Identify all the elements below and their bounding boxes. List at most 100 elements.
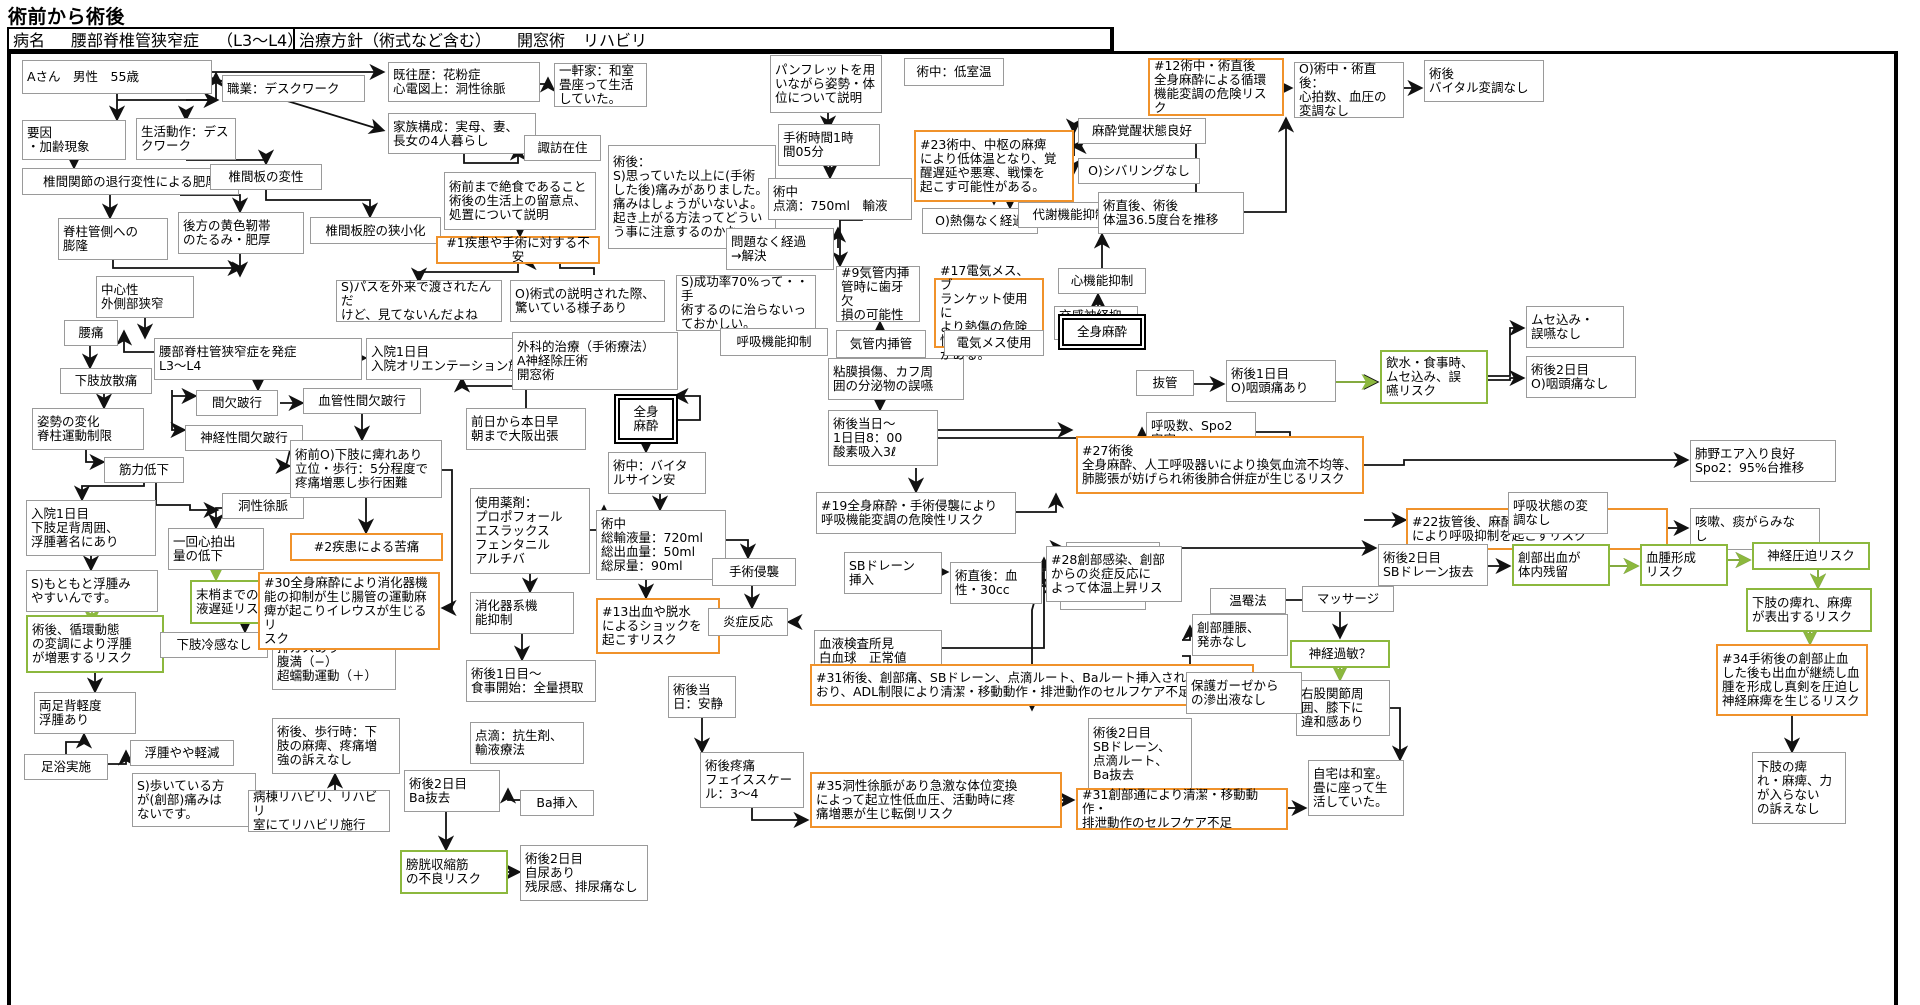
flow-node: 術後2日目 SBドレーン、 点滴ルート、 Ba抜去 (1088, 718, 1192, 790)
flow-node: O)術式の説明された際、 驚いている様子あり (510, 280, 665, 322)
flow-node-label: 血液検査所見 白血球 正常値 (819, 636, 907, 665)
flow-node-label: 術後1日目 O)咽頭痛あり (1231, 366, 1309, 395)
flow-node: 一回心拍出 量の低下 (168, 528, 264, 570)
flow-node-label: 術後当日～ 1日目8：00 酸素吸入3ℓ (833, 416, 903, 459)
flow-node: 術後2日目 自尿あり 残尿感、排尿痛なし (520, 845, 648, 901)
flow-node-label: 問題なく経過 →解決 (731, 234, 807, 263)
flow-node: 脊柱管側への 膨隆 (58, 218, 168, 260)
flow-node: 抜管 (1136, 370, 1194, 396)
flow-node-label: 外科的治療（手術療法） A神経除圧術 開窓術 (517, 339, 655, 382)
flow-node-label: 使用薬剤： プロポフォール エスラックス フェンタニル アルチバ (475, 495, 563, 566)
flow-node: #34手術後の創部止血 した後も出血が継続し血 腫を形成し真剣を圧迫し 神経麻痺… (1716, 644, 1868, 716)
flow-node: 心機能抑制 (1058, 268, 1146, 294)
flow-node: 椎間板腔の狭小化 (310, 217, 441, 244)
frame-right (1894, 51, 1898, 1005)
flow-node-label: 後方の黄色靭帯 のたるみ・肥厚 (183, 218, 271, 247)
flow-node: 浮腫やや軽減 (130, 740, 234, 766)
flow-node-label: パンフレットを用 いながら姿勢・体 位について説明 (775, 62, 876, 105)
flow-node-label: 術後2日目 自尿あり 残尿感、排尿痛なし (525, 851, 638, 894)
flow-node: 術後、循環動態 の変調により浮腫 が増悪するリスク (26, 615, 164, 673)
flow-node: 入院1日目 下肢足背周囲、 浮腫著名にあり (26, 500, 156, 556)
flow-node-label: 保護ガーゼから の滲出液なし (1191, 678, 1279, 707)
flow-node-label: 病棟リハビリ、リハビリ 室にてリハビリ施行 (253, 789, 378, 832)
flow-node-label: O)熱傷なく経過 (935, 213, 1025, 228)
flow-node: #35洞性徐脈があり急激な体位変換 によって起立性低血圧、活動時に疼 痛増悪が生… (810, 772, 1062, 828)
policy-value: 開窓術 (517, 31, 566, 50)
flow-node-label: 下肢放散痛 (74, 373, 138, 388)
page-title: 術前から術後 (8, 6, 126, 28)
flow-node: 術後2日目 O)咽頭痛なし (1526, 356, 1636, 398)
flow-node: 保護ガーゼから の滲出液なし (1186, 672, 1302, 714)
flow-node: 術中：低室温 (904, 58, 1004, 86)
flow-node-label: 足浴実施 (40, 759, 91, 774)
flow-node-label: 気管内挿管 (849, 336, 913, 351)
flow-node-label: 術後2日目 SBドレーン、 点滴ルート、 Ba抜去 (1093, 725, 1171, 782)
flow-node-label: 術後 バイタル変調なし (1429, 66, 1529, 95)
flow-node-label: 術直後、術後 体温36.5度台を推移 (1103, 198, 1219, 227)
flow-node: 右股関節周 囲、膝下に 違和感あり (1296, 680, 1390, 736)
flow-node-label: 神経過敏？ (1308, 646, 1372, 661)
flow-node: 中心性 外側部狭窄 (96, 276, 194, 318)
frame-top-right (1110, 51, 1898, 54)
flow-node-label: #1疾患や手術に対する不安 (446, 235, 590, 264)
flow-node: マッサージ (1302, 586, 1394, 612)
flow-node-label: 一回心拍出 量の低下 (173, 534, 236, 563)
flow-node: 椎間関節の退行変性による肥厚 (22, 168, 239, 195)
flow-node-label: 浮腫やや軽減 (144, 745, 220, 760)
flow-node: S)歩いている方 が(創部)痛みは ないです。 (132, 773, 256, 827)
header-disease-cell: 病名 腰部脊椎管狭窄症 （L3～L4） (9, 29, 303, 50)
flow-node-label: S)パスを外来で渡されたんだ けど、見てないんだよね (341, 279, 492, 322)
flow-node-label: 神経性間欠跛行 (200, 430, 288, 445)
flow-node-label: 入院1日目 入院オリエンテーション施行 (371, 344, 534, 373)
flow-node: 下肢冷感なし (160, 632, 268, 658)
flow-node-label: 要因 ・加齢現象 (27, 125, 90, 154)
flow-node: 創部腫脹、 発赤なし (1192, 614, 1288, 656)
flow-node: 術直後：血 性・30cc (950, 562, 1042, 604)
policy-label: 治療方針（術式など含む） (299, 31, 492, 50)
flow-node: 神経性間欠跛行 (185, 425, 303, 451)
flow-node-label: 既往歴：花粉症 心電図上：洞性徐脈 (393, 67, 506, 96)
flow-node: O)シバリングなし (1078, 158, 1200, 184)
flow-node: 肺野エア入り良好 Spo2：95%台推移 (1690, 440, 1836, 482)
flow-node-label: 血腫形成 リスク (1646, 550, 1697, 579)
flow-node: 術直後、術後 体温36.5度台を推移 (1098, 192, 1244, 234)
flow-node: 消化器系機 能抑制 (470, 592, 574, 634)
flow-node: 両足背軽度 浮腫あり (34, 692, 136, 734)
flow-node-label: #30全身麻酔により消化器機 能の抑制が生じ腸管の運動麻 痺が起こりイレウスが生… (264, 575, 428, 646)
flow-node: 間欠跛行 (196, 390, 278, 416)
flow-node-label: SBドレーン 挿入 (849, 558, 915, 587)
flow-node-label: 粘膜損傷、カフ周 囲の分泌物の誤嚥 (833, 364, 934, 393)
flow-node-label: 間欠跛行 (211, 395, 262, 410)
flow-node-label: #9気管内挿 管時に歯牙欠 損の可能性 (841, 265, 910, 322)
flow-node: 足浴実施 (24, 754, 108, 780)
flow-node: 外科的治療（手術療法） A神経除圧術 開窓術 (512, 332, 678, 390)
flow-node-label: 自宅は和室。 畳に座って生 活していた。 (1313, 766, 1389, 809)
flow-node-label: 椎間板腔の狭小化 (325, 222, 426, 238)
flow-node: 後方の黄色靭帯 のたるみ・肥厚 (178, 212, 304, 254)
flow-node: ムセ込み・ 誤嚥なし (1526, 306, 1624, 348)
flow-node-label: 姿勢の変化 脊柱運動制限 (37, 414, 113, 443)
flow-node-label: 術中 点滴：750ml 輸液 (773, 184, 888, 213)
flow-node: 神経過敏？ (1290, 640, 1390, 668)
flow-node-label: 術前O)下肢に痺れあり 立位・歩行：5分程度で 疼痛増悪し歩行困難 (295, 447, 428, 490)
flow-node-label: 諏訪在住 (537, 140, 588, 155)
flow-node: 術中：バイタ ルサイン安 (608, 452, 706, 494)
flow-node-label: 全身麻酔 (1076, 324, 1127, 339)
flow-node-label: 炎症反応 (722, 614, 773, 629)
flow-node: 手術侵襲 (712, 558, 796, 586)
flow-node-label: 術後疼痛 フェイススケー ル：3～4 (705, 758, 793, 801)
flow-node-label: 一軒家：和室 畳座って生活 していた。 (559, 63, 635, 106)
flow-node-label: マッサージ (1316, 591, 1380, 606)
flow-node-label: 創部出血が 体内残留 (1518, 550, 1581, 579)
flow-node-label: 中心性 外側部狭窄 (101, 282, 164, 311)
flow-node: 温罨法 (1210, 588, 1286, 614)
frame-top (7, 51, 1898, 54)
flow-node: 術後 バイタル変調なし (1424, 60, 1544, 102)
flow-node-label: 呼吸状態の変 調なし (1513, 498, 1589, 527)
flow-node-label: 腰部脊柱管狭窄症を発症 L3～L4 (159, 344, 297, 373)
flow-node: 自宅は和室。 畳に座って生 活していた。 (1308, 760, 1404, 816)
flow-node: 術後、歩行時：下 肢の麻痺、疼痛増 強の訴えなし (272, 718, 400, 774)
flow-node-label: O)シバリングなし (1088, 163, 1190, 178)
flow-node: 血管性間欠跛行 (303, 388, 421, 414)
flow-node-label: 術後、歩行時：下 肢の麻痺、疼痛増 強の訴えなし (277, 724, 378, 767)
